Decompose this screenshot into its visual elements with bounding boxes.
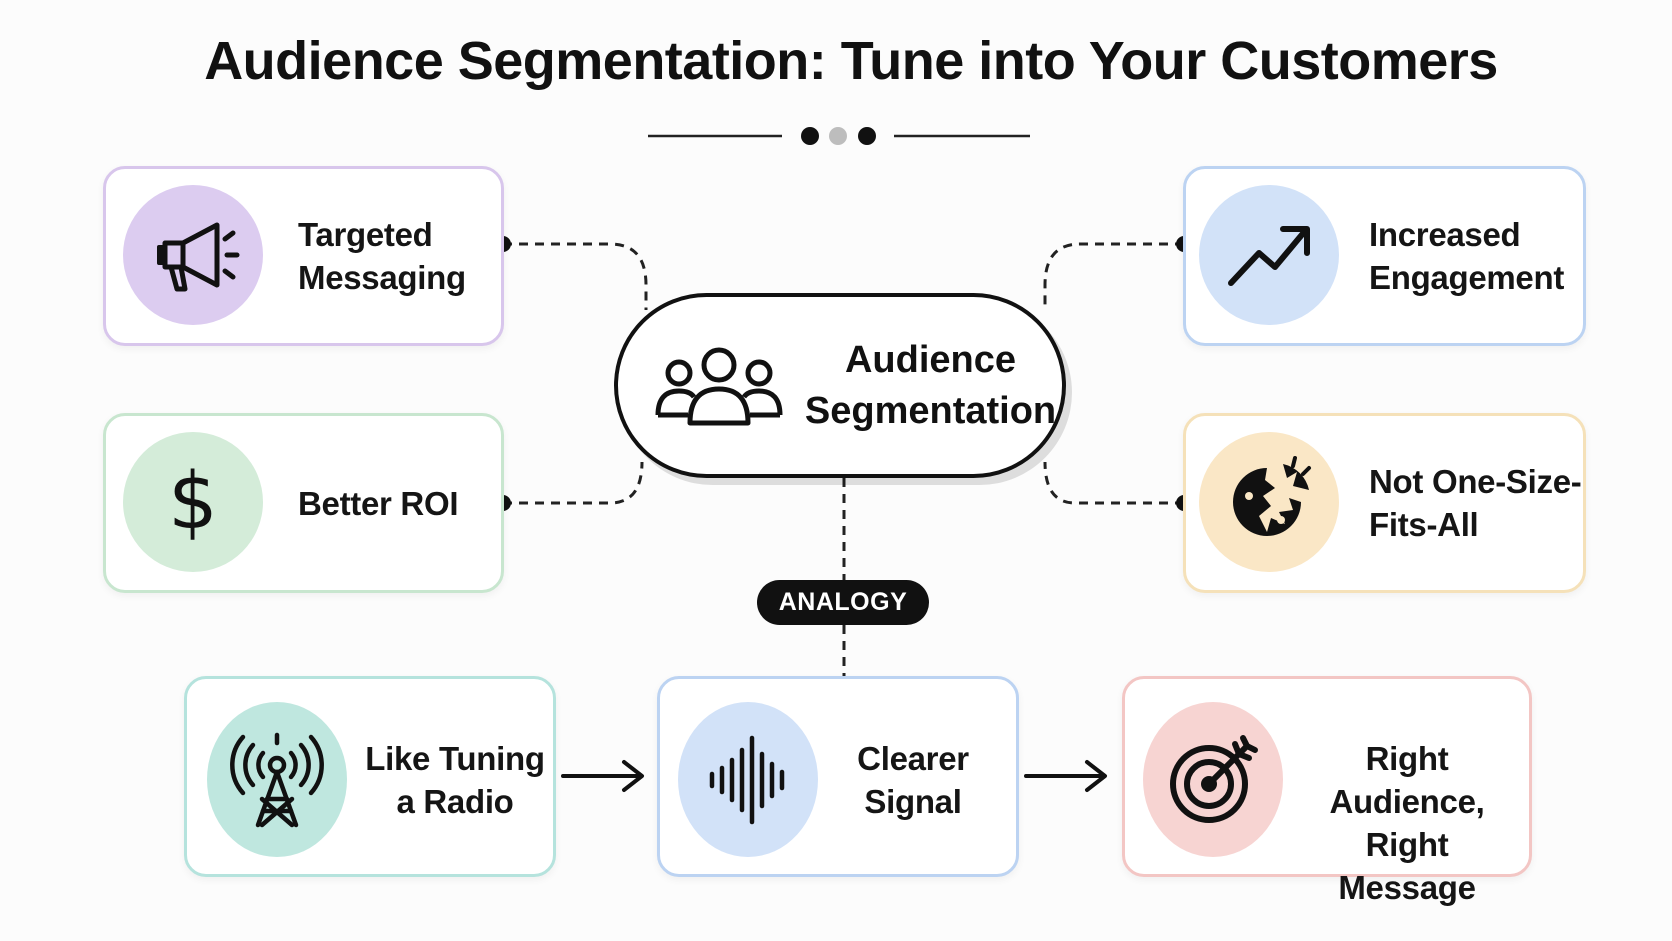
target-icon-circle [1143,702,1283,857]
megaphone-icon-circle [123,185,263,325]
card-label: Like Tuning a Radio [365,737,545,823]
card-targeted-messaging: Targeted Messaging [103,166,504,346]
dollar-icon: $ [168,457,218,547]
dollar-icon-circle: $ [123,432,263,572]
page-title: Audience Segmentation: Tune into Your Cu… [204,31,1498,91]
label-line-1: Increased [1369,216,1521,253]
center-label: Audience Segmentation [803,335,1058,437]
svg-text:$: $ [168,457,218,547]
label-line-2: Right Message [1338,826,1476,906]
center-label-line-1: Audience [844,339,1017,381]
connector-better-roi [503,461,644,505]
label-line-2: Fits-All [1369,506,1479,543]
broken-circle-icon-circle [1199,432,1339,572]
broken-circle-icon [1233,456,1311,536]
card-better-roi: $ Better ROI [103,413,504,593]
sound-wave-icon-circle [678,702,818,857]
card-label: Not One-Size- Fits-All [1369,460,1582,546]
label-line-2: a Radio [396,783,514,820]
connector-not-one-size [1043,461,1184,505]
divider-dot-3 [858,127,876,145]
card-not-one-size-fits-all: Not One-Size- Fits-All [1183,413,1586,593]
trend-up-icon-circle [1199,185,1339,325]
card-right-audience-right-message: Right Audience, Right Message [1122,676,1532,906]
label-line-1: Better ROI [298,485,459,522]
sound-wave-icon [709,735,785,824]
divider-dot-2 [829,127,847,145]
arrow-radio-to-signal [561,760,644,792]
connector-increased-engagement [1043,242,1184,310]
radio-tower-icon [230,732,324,827]
card-label: Increased Engagement [1369,213,1564,299]
center-node-audience-segmentation: Audience Segmentation [614,293,1066,478]
card-label: Clearer Signal [838,737,988,823]
card-like-tuning-a-radio: Like Tuning a Radio [184,676,556,877]
label-line-2: Messaging [298,259,466,296]
label-line-1: Right Audience, [1329,740,1485,820]
people-group-icon [655,347,783,426]
card-label: Right Audience, Right Message [1297,737,1517,909]
radio-tower-icon-circle [207,702,347,857]
card-increased-engagement: Increased Engagement [1183,166,1586,346]
megaphone-icon [157,222,240,292]
connector-targeted-messaging [503,242,648,310]
label-line-1: Clearer [857,740,969,777]
label-line-1: Targeted [298,216,433,253]
target-icon [1170,734,1258,823]
trend-up-icon [1228,226,1310,286]
card-clearer-signal: Clearer Signal [657,676,1019,877]
label-line-1: Like Tuning [365,740,545,777]
card-label: Targeted Messaging [298,213,466,299]
label-line-2: Engagement [1369,259,1565,296]
label-line-2: Signal [864,783,962,820]
arrow-signal-to-target [1024,760,1107,792]
analogy-badge: ANALOGY [757,580,929,625]
card-label: Better ROI [298,482,459,525]
divider-dot-1 [801,127,819,145]
label-line-1: Not One-Size- [1369,463,1582,500]
center-label-line-2: Segmentation [804,390,1057,432]
